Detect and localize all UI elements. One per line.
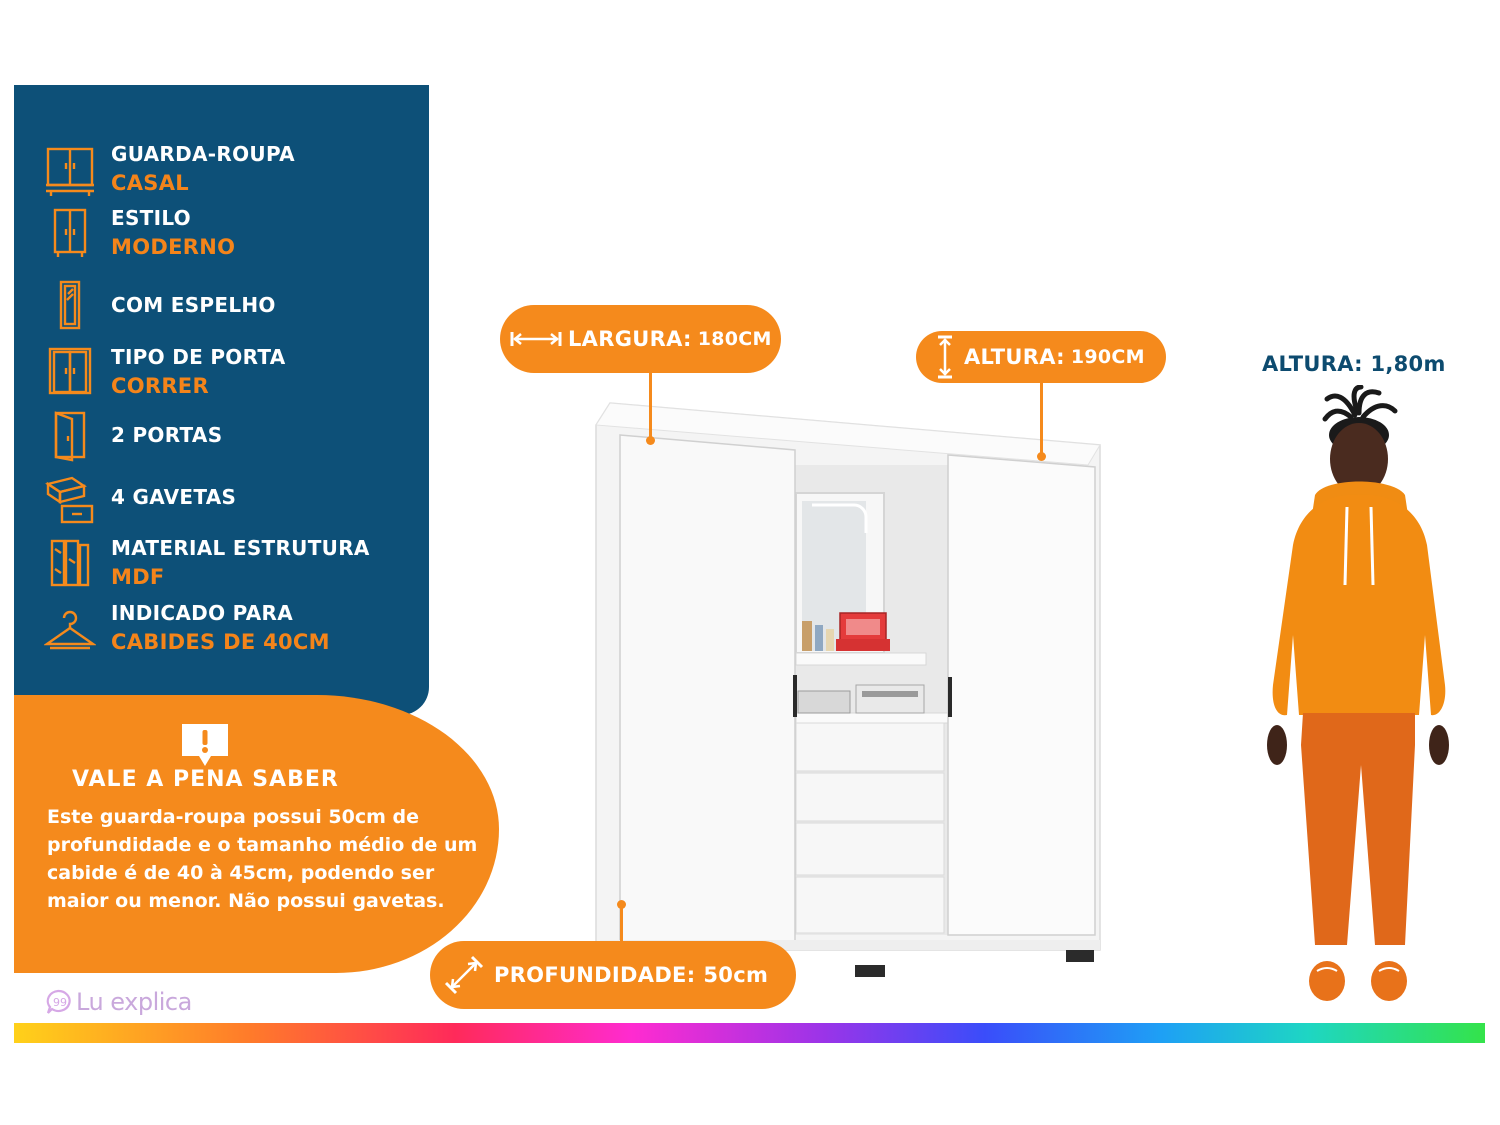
wardrobe-image [595,402,1101,977]
brand-logo: 99 Lu explica [45,988,192,1016]
spec-label: MATERIAL ESTRUTURA [111,536,370,560]
spec-label: GUARDA-ROUPA [111,142,295,166]
rainbow-bar [14,1023,1485,1043]
info-callout [14,695,499,973]
person-figure [1267,385,1449,1001]
depth-leader-dot [617,900,626,909]
width-leader [649,372,652,438]
depth-arrow-icon [444,955,484,995]
spec-label: TIPO DE PORTA [111,345,286,369]
wood-panels-icon [44,537,96,589]
alert-icon [180,722,230,768]
depth-value: 50cm [703,963,769,987]
spec-value: CORRER [111,374,209,398]
spec-label: 4 GAVETAS [111,485,237,509]
width-leader-dot [646,436,655,445]
hanger-icon [43,606,97,658]
spec-label: INDICADO PARA [111,601,294,625]
spec-value: CASAL [111,171,189,195]
spec-value: CABIDES DE 40CM [111,630,330,654]
height-arrow-icon [938,335,952,379]
info-body: Este guarda-roupa possui 50cm de profund… [47,806,478,912]
spec-label: COM ESPELHO [111,293,276,317]
spec-panel: GUARDA-ROUPA CASAL ESTILO MODERNO COM ES… [14,85,429,715]
sliding-door-icon [44,346,96,398]
width-value: 180CM [697,328,772,350]
depth-badge: PROFUNDIDADE: 50cm [430,941,796,1009]
height-badge: ALTURA: 190CM [916,331,1166,383]
info-title: VALE A PENA SABER [72,767,339,792]
person-height-label: ALTURA: 1,80m [1262,352,1446,376]
spec-value: MDF [111,565,165,589]
width-badge: LARGURA: 180CM [500,305,781,373]
speech-bubble-icon: 99 [46,989,71,1014]
spec-label: 2 PORTAS [111,423,223,447]
width-arrow-icon [510,332,562,346]
height-leader-dot [1037,452,1046,461]
wardrobe-style-icon [44,207,96,259]
height-label: ALTURA: [964,345,1065,369]
mirror-icon [44,280,96,332]
brand-name: Lu explica [76,988,192,1016]
width-label: LARGURA: [568,327,692,351]
drawers-icon [44,474,96,526]
height-leader [1040,382,1043,454]
wardrobe-icon [44,145,96,197]
door-icon [44,410,96,462]
svg-text:99: 99 [53,996,67,1009]
spec-label: ESTILO [111,206,191,230]
depth-leader [620,905,623,945]
height-value: 190CM [1070,346,1145,368]
depth-label: PROFUNDIDADE: [494,963,696,987]
spec-value: MODERNO [111,235,236,259]
